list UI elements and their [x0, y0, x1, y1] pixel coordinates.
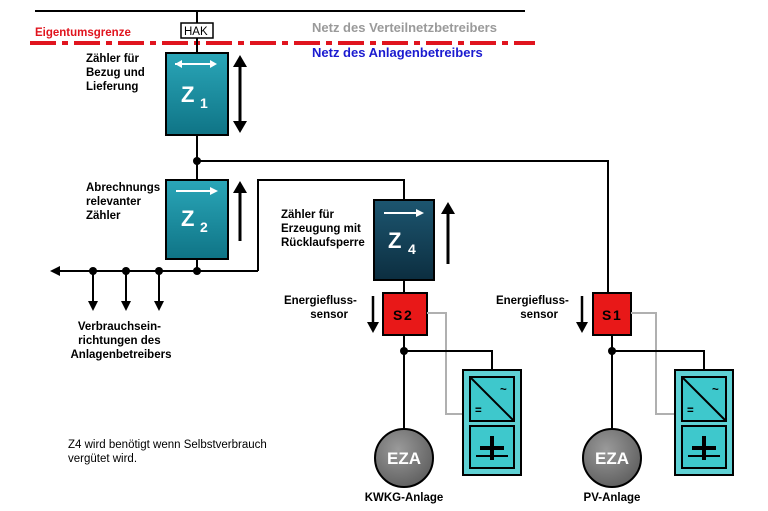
s1-label: Energiefluss- sensor — [496, 295, 572, 321]
plant-operator-network-label: Netz des Anlagenbetreibers — [312, 45, 483, 60]
kwkg-label: KWKG-Anlage — [365, 492, 444, 504]
meter-z4: Z 4 — [373, 199, 435, 281]
z2-up-arrow — [233, 181, 247, 241]
meter-z2-index: 2 — [200, 219, 208, 235]
inverter-kwkg: ~ = — [462, 369, 522, 476]
s1-signal-wire — [631, 312, 680, 415]
meter-z2: Z 2 — [165, 179, 229, 260]
hak-label: HAK — [184, 26, 208, 38]
meter-z1-letter: Z — [181, 82, 194, 107]
z4-feed-wire — [257, 179, 405, 271]
sensor-s1-letter: S — [602, 307, 611, 323]
z4-label: Zähler für Erzeugung mit Rücklaufsperre — [281, 209, 365, 249]
inverter-pv-ac: ~ — [712, 384, 719, 396]
meter-z4-letter: Z — [388, 228, 401, 253]
inverter-kwkg-dc: = — [475, 405, 482, 417]
s1-inverter-wire — [612, 350, 705, 372]
s1-down-arrow — [576, 296, 588, 333]
z4-note: Z4 wird benötigt wenn Selbstverbrauch ve… — [68, 439, 270, 465]
meter-z1-index: 1 — [200, 95, 208, 111]
ownership-boundary-label: Eigentumsgrenze — [35, 27, 131, 39]
z1-label: Zähler für Bezug und Lieferung — [86, 53, 148, 93]
sensor-s2-index: 2 — [404, 307, 412, 323]
meter-z4-index: 4 — [408, 241, 416, 257]
z2-label: Abrechnungs relevanter Zähler — [86, 182, 163, 222]
consumers-label: Verbrauchsein- richtungen des Anlagenbet… — [71, 321, 172, 361]
sensor-s1-index: 1 — [613, 307, 621, 323]
bus-arrow-left — [50, 266, 60, 276]
sensor-s1: S 1 — [592, 292, 632, 336]
s2-inverter-wire — [404, 350, 493, 372]
s2-label: Energiefluss- sensor — [284, 295, 360, 321]
inverter-pv: ~ = — [674, 369, 734, 476]
generator-pv-symbol: EZA — [595, 449, 629, 468]
s2-signal-wire — [427, 312, 470, 415]
distribution-network-label: Netz des Verteilnetzbetreibers — [312, 20, 497, 35]
pv-label: PV-Anlage — [584, 492, 641, 504]
generator-pv: EZA — [582, 428, 642, 488]
meter-z2-letter: Z — [181, 206, 194, 231]
sensor-s2: S 2 — [382, 292, 428, 336]
pv-feed-wire — [197, 160, 609, 293]
generator-kwkg-symbol: EZA — [387, 449, 421, 468]
s2-down-arrow — [367, 296, 379, 333]
z4-up-arrow — [441, 202, 455, 264]
inverter-kwkg-ac: ~ — [500, 384, 507, 396]
consumer-taps — [88, 267, 164, 311]
inverter-pv-dc: = — [687, 405, 694, 417]
generator-kwkg: EZA — [374, 428, 434, 488]
sensor-s2-letter: S — [393, 307, 402, 323]
meter-z1: Z 1 — [165, 52, 229, 136]
z1-bidirectional-arrow — [233, 55, 247, 133]
